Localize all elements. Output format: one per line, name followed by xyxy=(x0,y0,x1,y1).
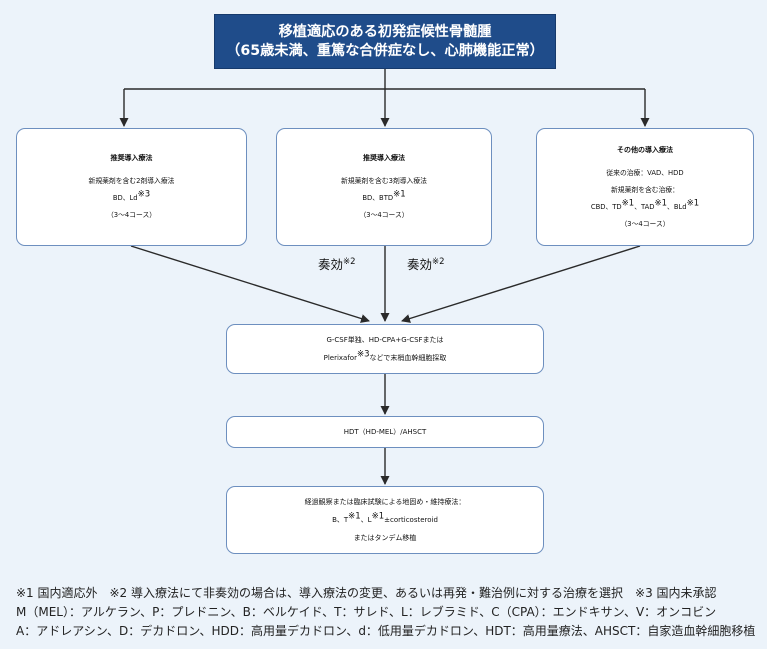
box-title: その他の導入療法 xyxy=(617,145,673,154)
footnote-mark: ※1 xyxy=(371,511,385,522)
hdt-ahsct-box: HDT（HD-MEL）/AHSCT xyxy=(226,416,544,448)
footnote-mark: ※2 xyxy=(432,256,445,267)
recommended-induction-2drug-box: 推奨導入療法 新規薬剤を含む2剤導入療法 BD、Ld※3 （3〜4コース） xyxy=(16,128,247,246)
footnote-mark: ※2 xyxy=(343,256,356,267)
footnote-mark: ※3 xyxy=(137,189,151,200)
footnote-mark: ※1 xyxy=(348,511,361,522)
regimen-name: 、TAD xyxy=(634,202,655,211)
regimen-list: BD、Ld※3 xyxy=(17,190,246,207)
response-label-left: 奏効※2 xyxy=(318,254,356,273)
maintenance-regimens: B、T※1、L※1±corticosteroid xyxy=(227,511,543,529)
abbreviation-line: A：アドレアシン、D：デカドロン、HDD：高用量デカドロン、d：低用量デカドロン… xyxy=(16,624,756,638)
patient-criteria-box: 移植適応のある初発症候性骨髄腫 （65歳未満、重篤な合併症なし、心肺機能正常） xyxy=(214,14,556,69)
regimen-description: 新規薬剤を含む2剤導入療法 xyxy=(88,177,175,185)
stem-cell-collection-box: G-CSF単独、HD-CPA+G-CSFまたは Plerixafor※3などで末… xyxy=(226,324,544,374)
response-text: 奏効 xyxy=(318,257,344,272)
footnote-mark: ※1 xyxy=(393,189,406,200)
maintenance-box: 経過観察または臨床試験による地固め・維持療法： B、T※1、L※1±cortic… xyxy=(226,486,544,554)
regimen-name: CBD、TD xyxy=(590,202,622,211)
collection-methods: G-CSF単独、HD-CPA+G-CSFまたは xyxy=(326,336,444,344)
arrow-right-to-collection xyxy=(401,245,641,323)
regimen-list: BD、BTD※1 xyxy=(277,190,491,207)
regimen-list: CBD、TD※1、TAD※1、BLd※1 xyxy=(537,199,753,216)
abbreviation-line: M（MEL）：アルケラン、P：プレドニン、B：ベルケイド、T：サレド、L：レブラ… xyxy=(16,605,717,619)
box-title: 推奨導入療法 xyxy=(363,154,405,162)
tandem-transplant: またはタンデム移植 xyxy=(353,534,417,542)
regimen-name: 、L xyxy=(360,516,372,524)
regimen-name: 、BLd xyxy=(667,202,687,211)
arrow-left-to-collection xyxy=(130,245,370,323)
footnote-mark: ※3 xyxy=(356,349,370,360)
regimen-description: 新規薬剤を含む3剤導入療法 xyxy=(341,177,427,185)
response-text: 奏効 xyxy=(407,257,433,272)
other-induction-box: その他の導入療法 従来の治療：VAD、HDD 新規薬剤を含む治療： CBD、TD… xyxy=(536,128,754,246)
course-count: （3〜4コース） xyxy=(620,219,670,228)
course-count: （3〜4コース） xyxy=(106,211,157,219)
footnote-mark: ※1 xyxy=(621,198,635,209)
hdt-text: HDT（HD-MEL）/AHSCT xyxy=(343,428,427,436)
collection-methods-cont: Plerixafor※3などで末梢血幹細胞採取 xyxy=(227,349,543,367)
regimen-names: BD、Ld xyxy=(112,194,138,202)
patient-criteria-title: 移植適応のある初発症候性骨髄腫 xyxy=(278,23,492,40)
footnote-mark: ※1 xyxy=(654,198,668,209)
maintenance-heading: 経過観察または臨床試験による地固め・維持療法： xyxy=(304,498,466,506)
box-title: 推奨導入療法 xyxy=(110,154,153,162)
footnote-mark: ※1 xyxy=(686,198,700,209)
response-label-right: 奏効※2 xyxy=(407,254,445,273)
patient-criteria-conditions: （65歳未満、重篤な合併症なし、心肺機能正常） xyxy=(226,42,544,59)
course-count: （3〜4コース） xyxy=(359,211,409,219)
regimen-name: B、T xyxy=(332,516,349,524)
novel-agent-heading: 新規薬剤を含む治療： xyxy=(611,185,679,194)
footnote-line: ※1 国内適応外 ※2 導入療法にて非奏効の場合は、導入療法の変更、あるいは再発… xyxy=(16,586,717,600)
recommended-induction-3drug-box: 推奨導入療法 新規薬剤を含む3剤導入療法 BD、BTD※1 （3〜4コース） xyxy=(276,128,492,246)
regimen-names: BD、BTD xyxy=(362,194,394,202)
drug-name: Plerixafor xyxy=(323,354,357,362)
collection-text: などで末梢血幹細胞採取 xyxy=(369,354,447,362)
regimen-name: ±corticosteroid xyxy=(384,516,438,524)
conventional-treatment: 従来の治療：VAD、HDD xyxy=(606,168,684,177)
